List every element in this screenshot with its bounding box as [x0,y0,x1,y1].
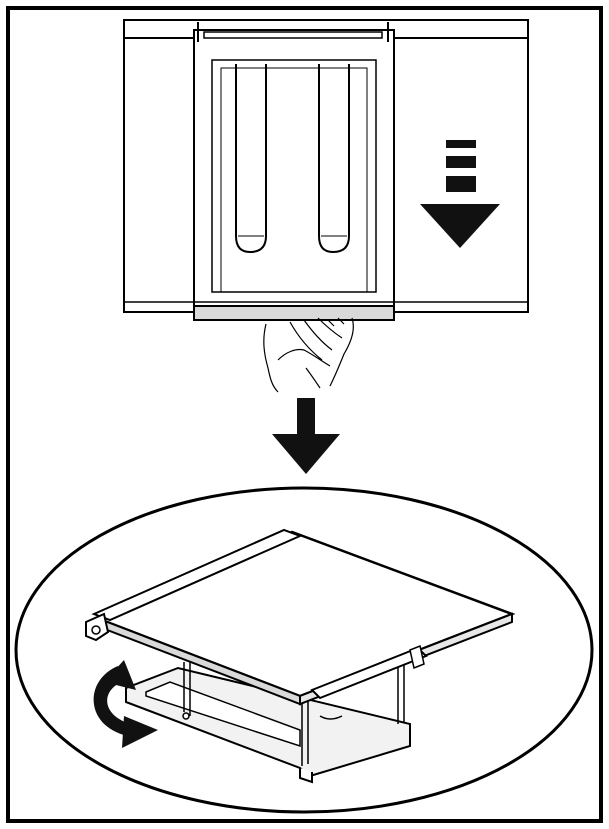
top-appliance-panel [123,19,529,321]
lower-tray-notch [319,715,343,720]
hand-outline-right [329,317,354,387]
hand-outline-left [263,323,279,393]
shelf-assembly [85,528,516,784]
hand-palm-crease [277,348,331,367]
hand-thumb-crease [305,367,321,389]
left-slot [235,64,267,254]
right-slot [318,64,350,254]
dashed-arrow-head [420,204,500,248]
hand-finger-2 [303,319,333,351]
right-side-bracket [310,646,428,700]
tray-screw [182,712,190,720]
down-arrow-head [272,434,340,474]
rotate-arrow-icon [93,660,158,748]
dashed-arrow-dash-3 [446,176,476,192]
outer-frame [6,6,603,823]
hand-finger-3 [317,317,343,339]
left-hinge-pin [91,625,101,635]
drawer-top-clips [197,22,389,42]
dashed-arrow-dash-2 [446,156,476,168]
rotate-arrow-head [122,716,158,748]
drawer-inner-lining [220,67,368,293]
hand-finger-1 [289,321,323,361]
rotate-arrow-tail-head [104,660,136,690]
rotate-arrow-body [93,666,130,736]
lower-tray-foot [299,768,313,784]
right-bracket-clip [409,644,425,670]
drawer-top-slot [203,31,383,39]
down-arrow-icon [272,398,340,474]
shelf-back-rail-line [109,535,301,621]
down-arrow-shaft [297,398,315,440]
hand-icon [263,317,354,393]
hand-fingertips [327,317,345,327]
dashed-arrow-dash-1 [446,140,476,148]
drawer-handle-bar [193,305,395,321]
dashed-down-arrow-icon [420,140,500,248]
